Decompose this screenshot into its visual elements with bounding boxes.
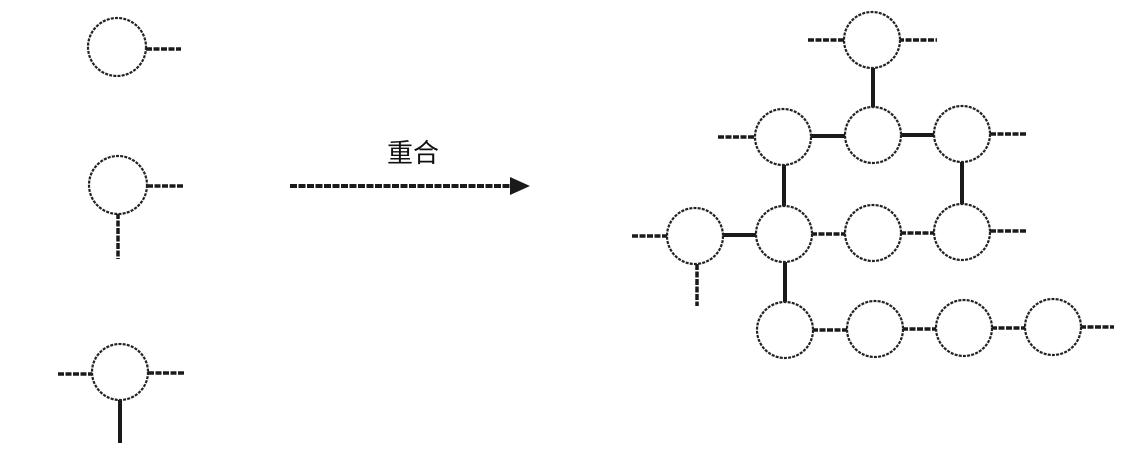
polymer-unit bbox=[845, 205, 901, 261]
polymer-unit bbox=[757, 302, 813, 358]
polymer-unit bbox=[755, 109, 811, 165]
polymer-unit bbox=[756, 206, 812, 262]
polymer-unit bbox=[936, 300, 992, 356]
polymer-network bbox=[632, 12, 1114, 358]
polymer-unit bbox=[934, 106, 990, 162]
monomer-unit bbox=[88, 18, 146, 76]
monomer-bifunctional bbox=[89, 156, 183, 259]
polymer-unit bbox=[847, 301, 903, 357]
monomer-unit bbox=[92, 344, 148, 400]
polymer-unit bbox=[1025, 299, 1081, 355]
arrow-head bbox=[510, 177, 530, 195]
polymer-unit bbox=[845, 107, 901, 163]
reaction-arrow bbox=[290, 177, 530, 195]
polymer-unit bbox=[934, 204, 990, 260]
polymer-unit bbox=[844, 12, 900, 68]
monomer-unit bbox=[89, 156, 147, 214]
reaction-label: 重合 bbox=[387, 139, 439, 169]
monomer-trifunctional bbox=[58, 344, 185, 443]
monomer-monofunctional bbox=[88, 18, 181, 76]
polymer-unit bbox=[667, 208, 723, 264]
